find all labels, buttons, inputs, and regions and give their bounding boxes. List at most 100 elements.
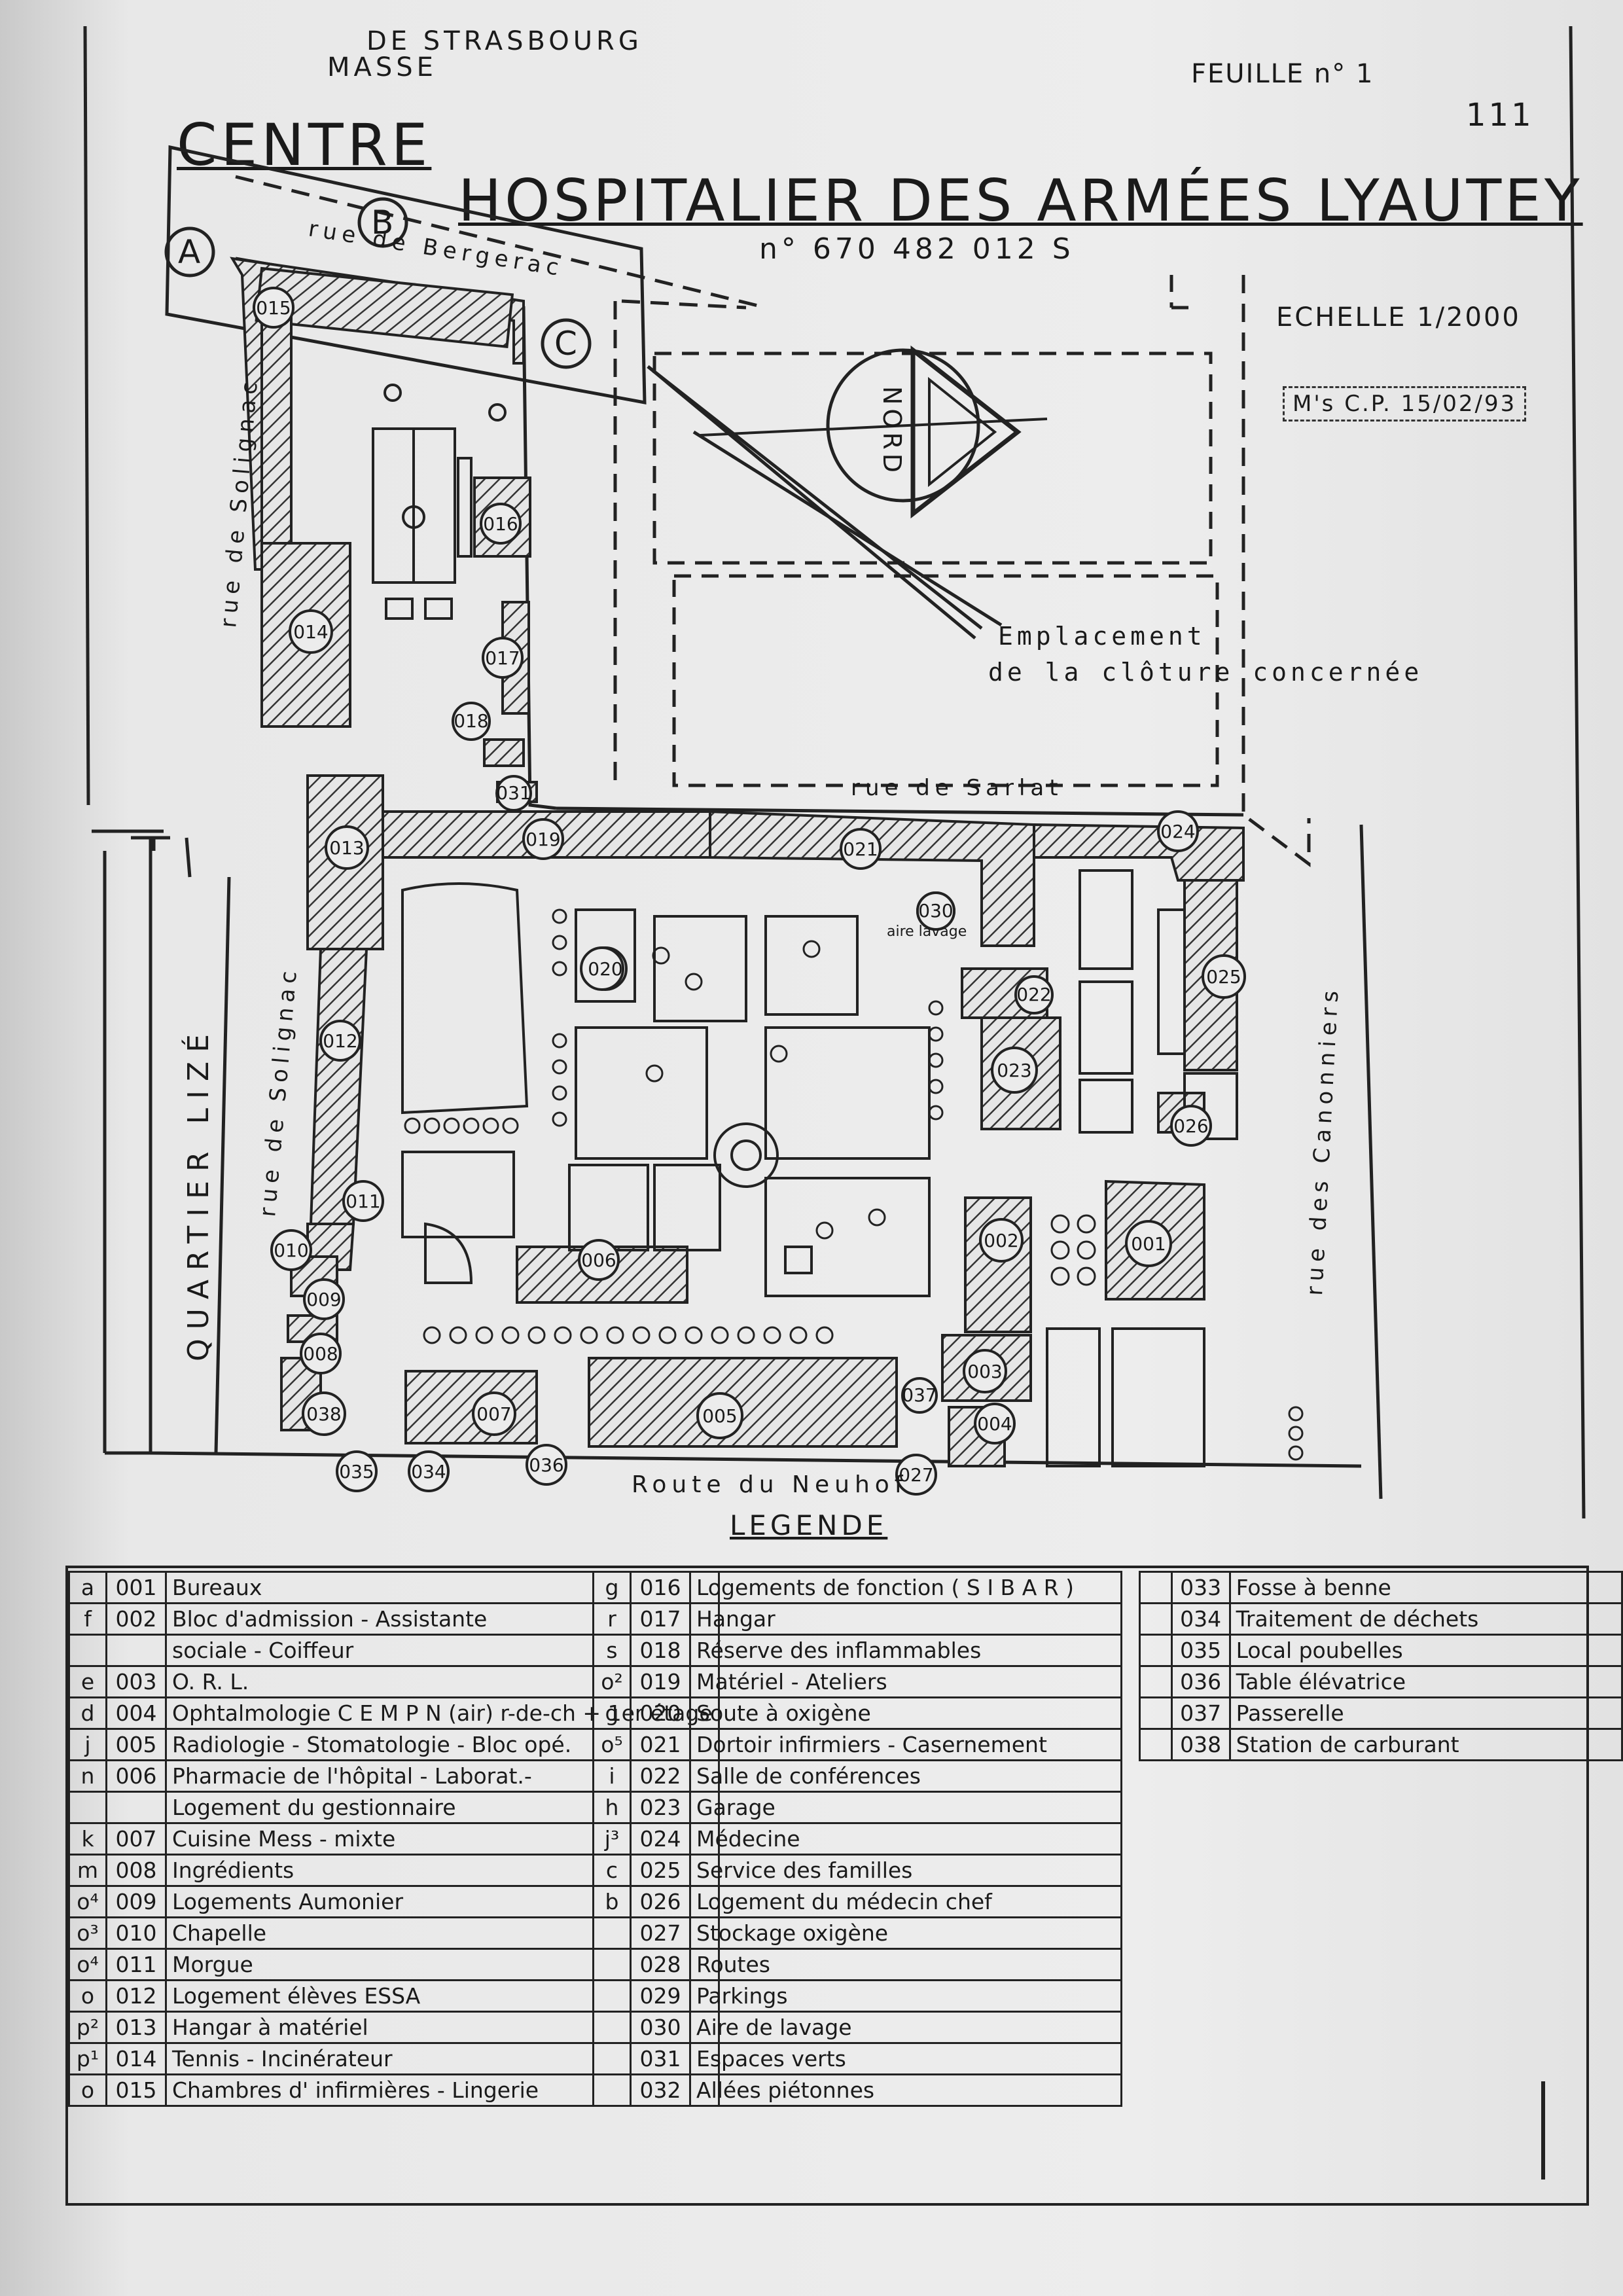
building-label-002: 002 [984, 1230, 1018, 1251]
legend-number: 030 [630, 2011, 691, 2044]
legend-number [105, 1791, 167, 1824]
building-number-circles [253, 287, 1246, 1496]
legend-number: 020 [630, 1696, 691, 1730]
street-sarlat: rue de Sarlat [851, 775, 1063, 801]
legend-code [1139, 1665, 1173, 1698]
legend-number: 025 [630, 1854, 691, 1887]
scale-note: M's C.P. 15/02/93 [1283, 386, 1527, 422]
legend-code: f [68, 1602, 107, 1636]
building-label-010: 010 [274, 1240, 308, 1261]
legend-code: e [68, 1665, 107, 1698]
building-label-014: 014 [293, 621, 328, 643]
legend-number: 013 [105, 2011, 167, 2044]
header-top-line2: MASSE [327, 52, 437, 82]
point-a: A [178, 233, 200, 271]
sheet-number: FEUILLE n° 1 [1191, 59, 1374, 89]
legend-number: 029 [630, 1979, 691, 2013]
header-top-line: DE STRASBOURG [366, 26, 643, 56]
legend-description: Station de carburant [1228, 1728, 1623, 1761]
building-015-shape [230, 257, 525, 571]
legend-code: d [68, 1696, 107, 1730]
building-label-019: 019 [526, 829, 560, 850]
upper-garden [372, 384, 507, 620]
legend-number: 024 [630, 1822, 691, 1856]
building-label-023: 023 [997, 1060, 1031, 1081]
legend-code: p² [68, 2011, 107, 2044]
legend-code: k [68, 1822, 107, 1856]
legend-code: h [592, 1791, 632, 1824]
building-label-025: 025 [1206, 966, 1241, 988]
legend-code: s [592, 1634, 632, 1667]
legend-code: b [592, 1885, 632, 1918]
building-label-009: 009 [306, 1289, 341, 1310]
legend-number: 005 [105, 1728, 167, 1761]
legend-code [592, 2073, 632, 2107]
building-label-027: 027 [899, 1464, 933, 1486]
legend-code [1139, 1602, 1173, 1636]
upper-zone [235, 257, 1311, 867]
scan-edge-mark [1541, 2081, 1545, 2179]
street-canonniers: rue des Canonniers [1302, 985, 1344, 1297]
title-centre: CENTRE [177, 111, 432, 179]
legend-code: o [68, 1979, 107, 2013]
legend-description: Espaces verts [689, 2042, 1122, 2075]
annotation-pointer [647, 365, 1003, 639]
legend-code: o⁴ [68, 1885, 107, 1918]
legend-description: Allées piétonnes [689, 2073, 1122, 2107]
legend-description: Soute à oxigène [689, 1696, 1122, 1730]
legend-code: r [592, 1602, 632, 1636]
building-018-shape [483, 738, 525, 767]
legend-number: 011 [105, 1948, 167, 1981]
legend-number: 016 [630, 1571, 691, 1604]
building-label-012: 012 [323, 1030, 357, 1052]
legend-description: Dortoir infirmiers - Casernement [689, 1728, 1122, 1761]
building-005-shape [588, 1357, 898, 1448]
legend-description: Garage [689, 1791, 1122, 1824]
legend-code: a [68, 1571, 107, 1604]
legend-description: Salle de conférences [689, 1759, 1122, 1793]
legend-number: 001 [105, 1571, 167, 1604]
legend-description: Logement du médecin chef [689, 1885, 1122, 1918]
building-label-013: 013 [329, 837, 364, 859]
legend-description: Parkings [689, 1979, 1122, 2013]
legend-code: m [68, 1854, 107, 1887]
building-014-shape [260, 542, 351, 728]
legend-number: 002 [105, 1602, 167, 1636]
building-label-018: 018 [454, 710, 488, 732]
north-label: NORD [878, 386, 906, 476]
legend-code: g [592, 1696, 632, 1730]
building-label-020: 020 [588, 958, 622, 980]
legend-description: Service des familles [689, 1854, 1122, 1887]
legend-description: Aire de lavage [689, 2011, 1122, 2044]
point-markers [164, 197, 592, 369]
legend-number: 031 [630, 2042, 691, 2075]
legend-number: 008 [105, 1854, 167, 1887]
legend-number: 035 [1170, 1634, 1231, 1667]
building-label-021: 021 [843, 838, 878, 860]
legend-description: Table élévatrice [1228, 1665, 1623, 1698]
legend-number: 034 [1170, 1602, 1231, 1636]
scale-label: ECHELLE 1/2000 [1276, 302, 1521, 332]
aire-lavage-label: aire lavage [887, 924, 967, 940]
site-number: n° 670 482 012 S [759, 232, 1075, 266]
legend-number: 007 [105, 1822, 167, 1856]
legend-code: o⁴ [68, 1948, 107, 1981]
building-label-015: 015 [256, 297, 291, 319]
legend-description: Passerelle [1228, 1696, 1623, 1730]
building-label-026: 026 [1173, 1115, 1208, 1137]
